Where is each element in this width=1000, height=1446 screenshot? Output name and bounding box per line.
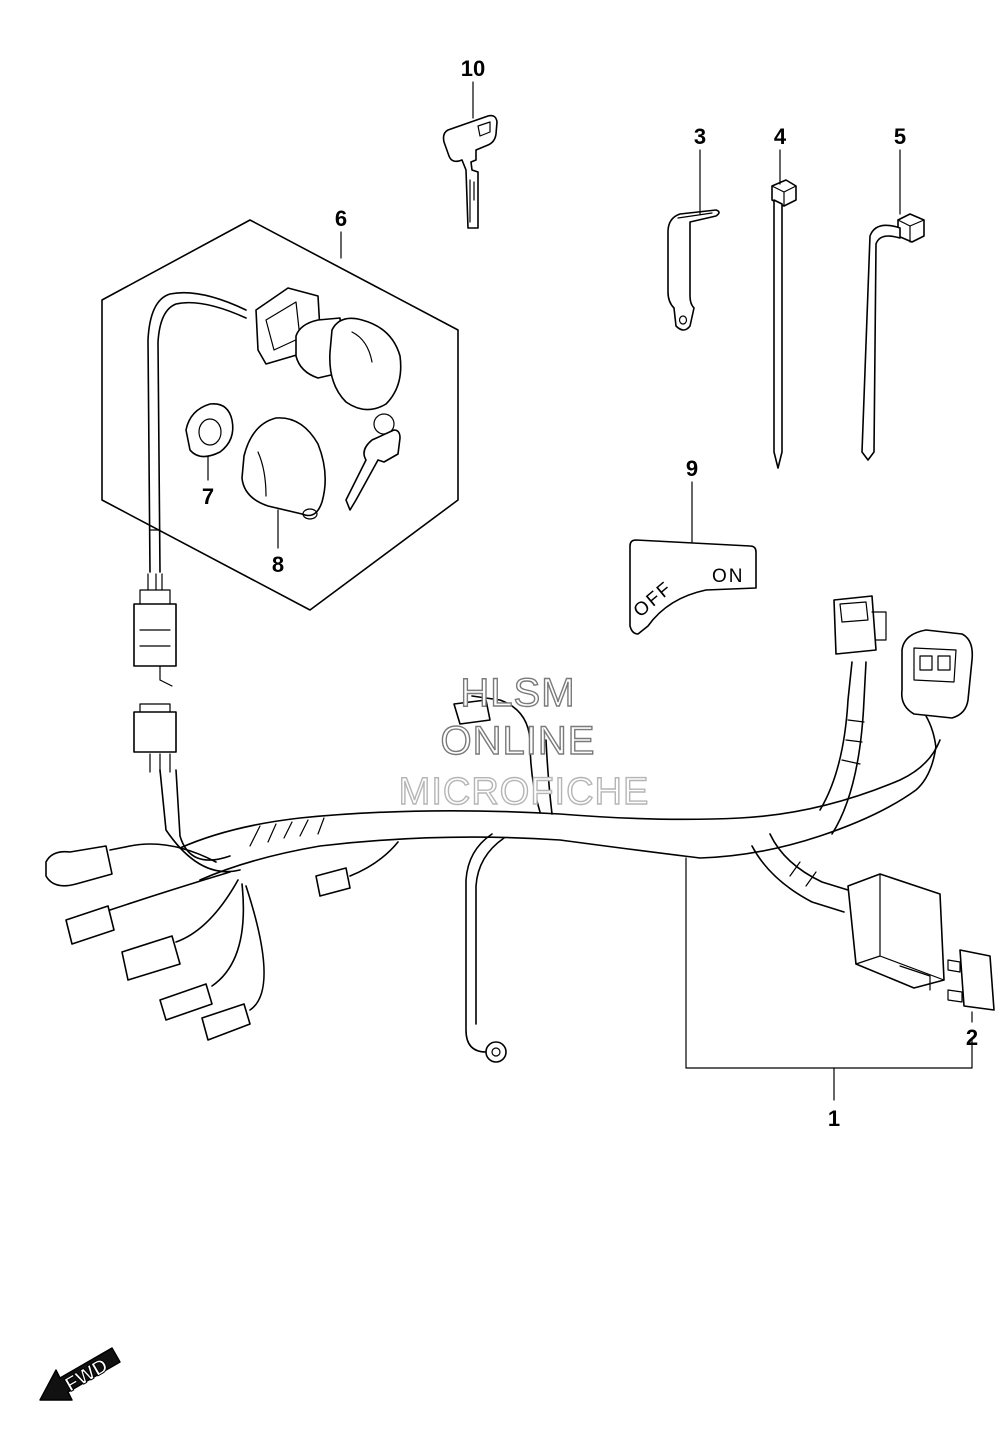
fwd-arrow-icon [39,1347,121,1401]
spare-key-part-10[interactable] [442,114,498,229]
callout-5: 5 [894,124,906,149]
cable-tie-part-5[interactable] [861,213,925,461]
callout-6: 6 [335,206,347,231]
main-wiring-harness-part-1[interactable] [45,595,995,1063]
watermark-line3: MICROFICHE [399,771,650,813]
fuse-part-2[interactable] [947,949,995,1011]
callout-7: 7 [202,484,214,509]
switch-on-label: ON [712,566,745,587]
watermark-line2: ONLINE [441,719,596,763]
callout-2: 2 [966,1025,978,1050]
leader-bracket-1-2 [685,857,973,1069]
ignition-switch-part-6[interactable] [147,287,402,573]
cable-tie-part-4[interactable] [771,179,797,469]
watermark: HLSM ONLINE MICROFICHE [398,670,650,813]
fwd-label: FWD [62,1355,112,1397]
callout-4: 4 [774,124,787,149]
callout-8: 8 [272,552,284,577]
forward-direction-arrow: FWD [39,1347,121,1401]
callout-1: 1 [828,1106,840,1131]
ignition-switch-connector [133,573,177,687]
harness-clamp-part-3[interactable] [667,209,720,331]
switch-plate-part-9[interactable]: OFF ON [629,539,757,635]
callout-9: 9 [686,456,698,481]
assembly-outline-hexagon [101,219,459,611]
watermark-line1: HLSM [460,671,575,715]
callout-3: 3 [694,124,706,149]
switch-cap-part-8[interactable] [241,417,326,520]
ring-nut-part-7[interactable] [185,403,234,458]
callout-10: 10 [461,56,485,81]
